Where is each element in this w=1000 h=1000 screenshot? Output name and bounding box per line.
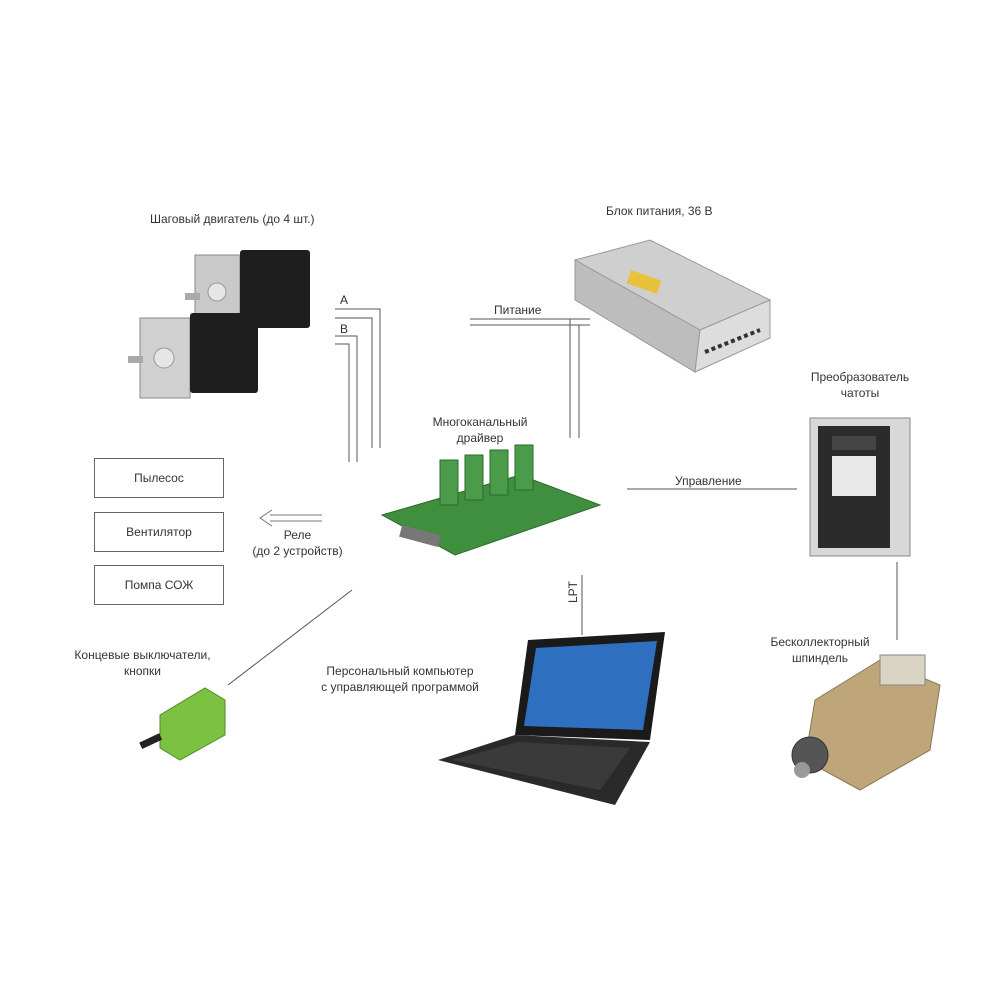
power-line-label: Питание [494, 303, 542, 317]
driver-label: Многоканальный драйвер [420, 414, 540, 446]
frequency-converter [809, 417, 911, 557]
relay-label-line1: Реле [283, 528, 312, 542]
spindle-label: Бесколлекторный шпиндель [755, 634, 885, 666]
relay-arrow [259, 509, 322, 527]
power-supply-unit [573, 239, 772, 373]
relay-device-coolant-pump: Помпа СОЖ [94, 565, 224, 605]
phase-b-wires [335, 335, 358, 462]
stepper-motor-label: Шаговый двигатель (до 4 шт.) [150, 212, 315, 226]
phase-a-label: A [340, 293, 349, 307]
relay-label-line2: (до 2 устройств) [252, 544, 343, 558]
power-wires [470, 318, 590, 438]
spindle-label-line1: Бесколлекторный [770, 635, 870, 649]
vfd-label-line2: чатоты [840, 386, 880, 400]
lpt-label: LPT [566, 580, 580, 603]
limit-switch-sensor [139, 687, 226, 761]
control-label: Управление [675, 474, 742, 488]
relay-label: Реле (до 2 устройств) [235, 527, 360, 559]
power-supply-label: Блок питания, 36 В [606, 204, 713, 218]
spindle-label-line2: шпиндель [792, 651, 848, 665]
pc-label-line1: Персональный компьютер [326, 664, 474, 678]
pc-label-line2: с управляющей программой [321, 680, 479, 694]
relay-device-vacuum: Пылесос [94, 458, 224, 498]
spindle-motor [791, 654, 941, 791]
pc-label: Персональный компьютер с управляющей про… [305, 663, 495, 695]
driver-label-line1: Многоканальный [432, 415, 528, 429]
stepper-motor-front [128, 313, 258, 399]
limit-switch-label-line1: Концевые выключатели, [74, 648, 211, 662]
phase-b-label: B [340, 322, 349, 336]
vfd-label-line1: Преобразователь [810, 370, 910, 384]
relay-device-fan: Вентилятор [94, 512, 224, 552]
limit-switch-wire [227, 589, 353, 686]
limit-switch-label: Концевые выключатели, кнопки [55, 647, 230, 679]
limit-switch-label-line2: кнопки [123, 664, 161, 678]
driver-board [380, 444, 602, 556]
phase-a-wires [335, 308, 381, 448]
driver-label-line2: драйвер [456, 431, 504, 445]
laptop-computer [438, 632, 665, 805]
vfd-label: Преобразователь чатоты [795, 369, 925, 401]
